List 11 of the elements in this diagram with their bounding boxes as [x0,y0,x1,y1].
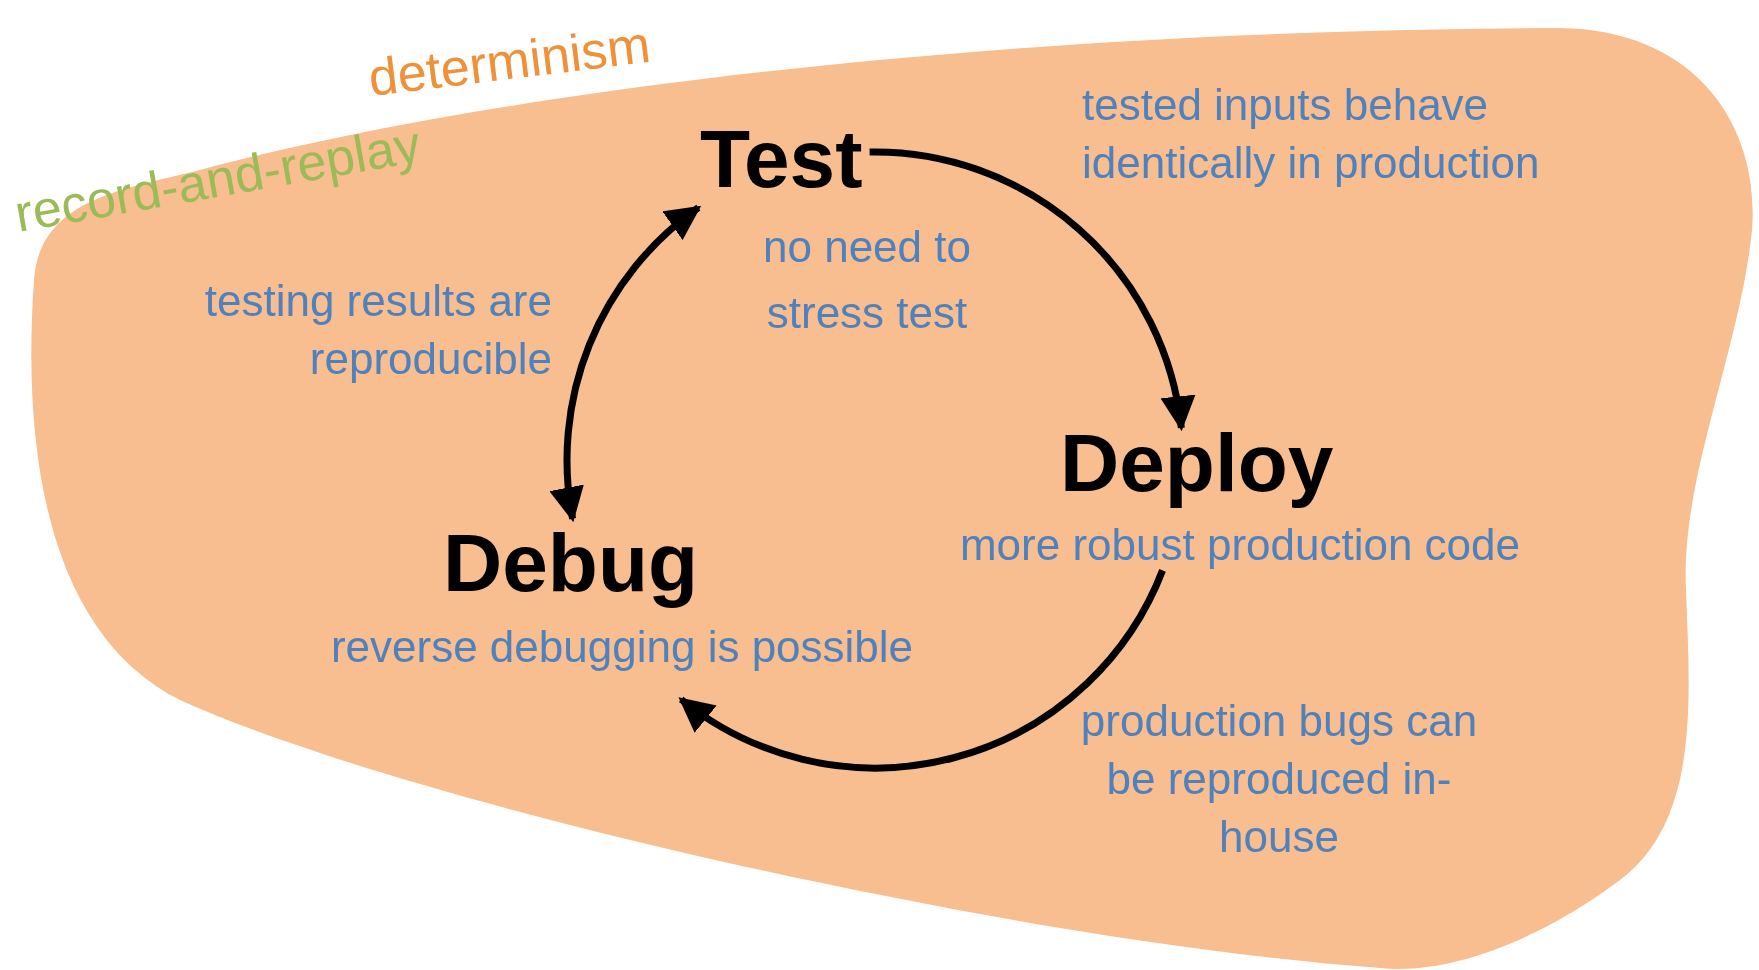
cycle-arrow [869,148,1194,432]
curved-label: determinism [365,17,654,104]
edge-label: production bugs can be reproduced in-house [1079,695,1479,863]
stage-caption: reverse debugging is possible [329,621,915,673]
stage-caption: no need to stress test [762,221,972,339]
cycle-arrow [551,204,702,523]
stage-title: Test [700,118,863,200]
stage-caption: more robust production code [958,519,1522,571]
edge-label: testing results are reproducible [203,275,552,385]
edge-label: tested inputs behave identically in production [1082,79,1541,189]
cycle-arrow [678,568,1166,772]
